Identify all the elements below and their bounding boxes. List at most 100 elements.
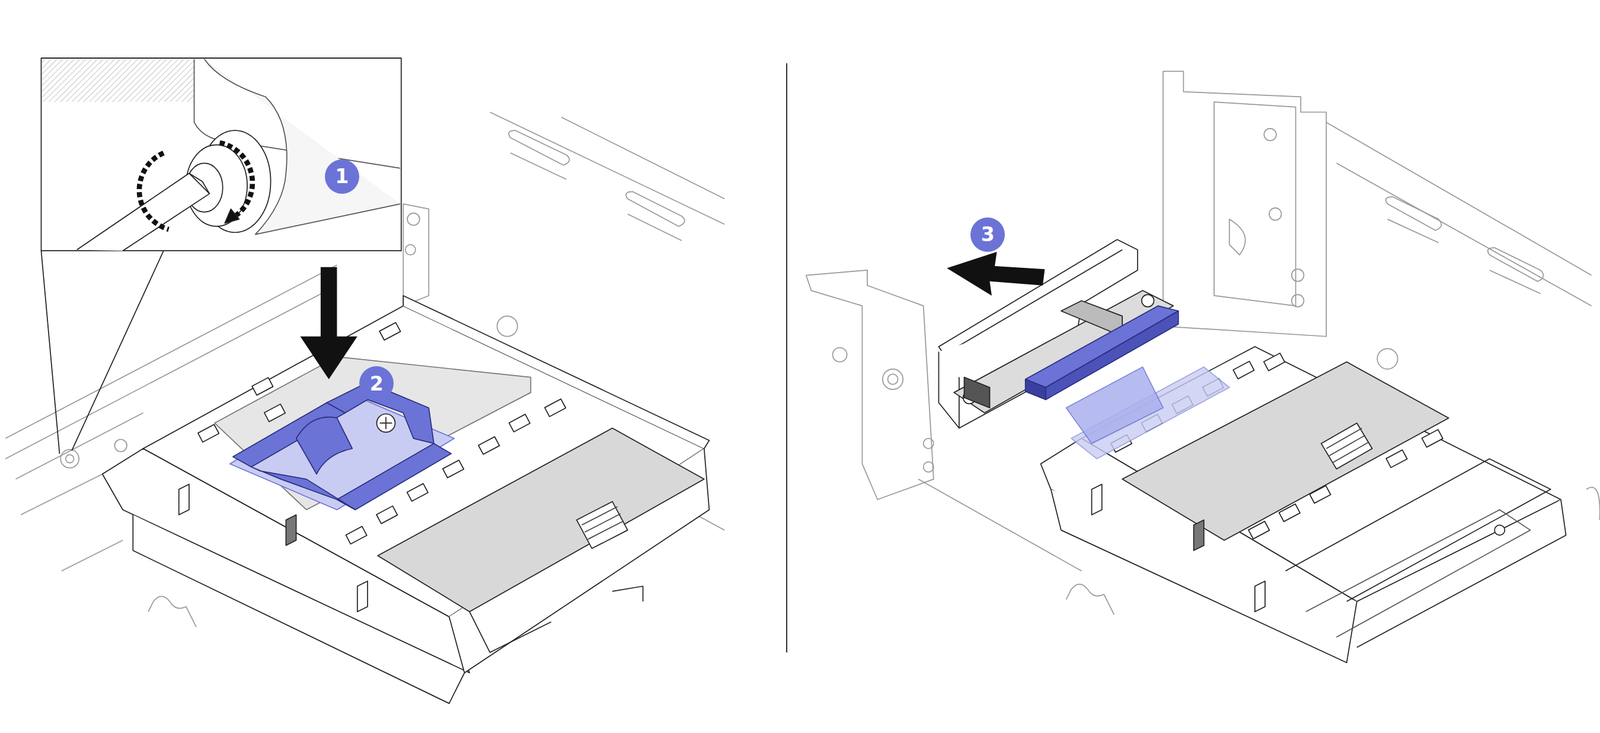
illustration (5, 58, 1600, 704)
riser-cage (1309, 486, 1331, 504)
chassis (61, 540, 123, 572)
riser-cage (576, 501, 628, 549)
riser-cage (1110, 353, 1443, 540)
riser-cage (1193, 519, 1205, 551)
riser-cage (214, 356, 531, 510)
riser-cage (1321, 423, 1373, 469)
riser-cage (612, 586, 644, 602)
chassis (1291, 294, 1305, 308)
chassis (114, 439, 127, 453)
chassis (1387, 219, 1439, 244)
module (963, 377, 990, 409)
riser-cage (1279, 504, 1301, 523)
detail-inset (40, 250, 60, 454)
chassis (60, 449, 79, 469)
pull-arrow (946, 251, 1045, 296)
riser-cage (102, 295, 710, 704)
chassis (1269, 208, 1282, 221)
chassis (1291, 269, 1305, 282)
chassis (489, 112, 725, 225)
chassis (806, 71, 1600, 615)
release-latch (230, 382, 455, 510)
riser-cage (544, 398, 566, 417)
detail-inset (224, 209, 239, 224)
riser-cage (442, 460, 464, 479)
chassis (407, 213, 420, 226)
chassis (1163, 71, 1327, 337)
release-latch (1025, 294, 1179, 444)
release-latch (1025, 379, 1046, 400)
release-latch (336, 443, 452, 510)
chassis (65, 454, 75, 463)
release-latch (296, 417, 353, 475)
detail-inset (139, 152, 169, 230)
detail-inset (189, 173, 210, 194)
riser-cage (509, 414, 530, 433)
chassis (806, 270, 934, 500)
chassis (20, 468, 113, 515)
chassis (923, 438, 934, 449)
chassis (1214, 101, 1296, 306)
release-latch (1025, 305, 1179, 388)
chassis (403, 203, 429, 306)
pull-arrow (946, 251, 1045, 296)
release-latch (377, 414, 396, 433)
riser-cage (345, 526, 367, 545)
chassis (1336, 163, 1592, 306)
chassis (832, 347, 848, 363)
riser-cage (179, 484, 190, 516)
riser-cage (1285, 458, 1551, 602)
riser-cage (1248, 521, 1270, 540)
riser-cage (1385, 449, 1407, 468)
panel-divider (786, 63, 788, 653)
riser-cage (469, 611, 552, 653)
release-latch (251, 467, 356, 510)
chassis (1377, 348, 1398, 369)
chassis (626, 191, 685, 226)
chassis (1066, 584, 1115, 616)
chassis (1229, 219, 1246, 255)
riser-cage (1326, 428, 1369, 463)
riser-cage (1421, 429, 1443, 448)
chassis (1326, 122, 1592, 276)
chassis (882, 369, 903, 390)
riser-cage (1254, 581, 1266, 613)
detail-inset (40, 58, 401, 251)
detail-inset (219, 142, 253, 220)
module (938, 239, 1229, 459)
riser-cage (197, 424, 219, 443)
detail-inset (42, 59, 194, 102)
chassis (1489, 270, 1541, 295)
release-latch (1066, 366, 1164, 444)
riser-cage (285, 515, 296, 546)
chassis (497, 315, 518, 337)
riser-cage (407, 483, 429, 502)
riser-cage (376, 506, 398, 525)
chassis (1586, 487, 1600, 520)
chassis (405, 244, 416, 255)
release-latch (1141, 294, 1155, 308)
chassis (561, 117, 725, 200)
push-arrow (299, 267, 357, 380)
module (958, 377, 960, 429)
chassis (510, 152, 567, 180)
detail-inset (71, 250, 164, 451)
riser-cage (1263, 353, 1285, 372)
riser-cage (478, 436, 500, 455)
riser-cage (1494, 525, 1505, 536)
riser-cage (1233, 361, 1254, 380)
chassis (508, 130, 570, 165)
riser-cage (264, 404, 286, 423)
riser-cage (1040, 346, 1567, 663)
riser-cage (357, 581, 368, 613)
riser-cage (251, 377, 273, 396)
riser-cage (379, 322, 401, 341)
chassis (627, 214, 682, 241)
chassis (148, 596, 197, 628)
release-latch (379, 417, 393, 430)
callout-number: 2 (359, 366, 394, 401)
riser-cage (1356, 499, 1567, 648)
riser-cage (581, 506, 624, 540)
